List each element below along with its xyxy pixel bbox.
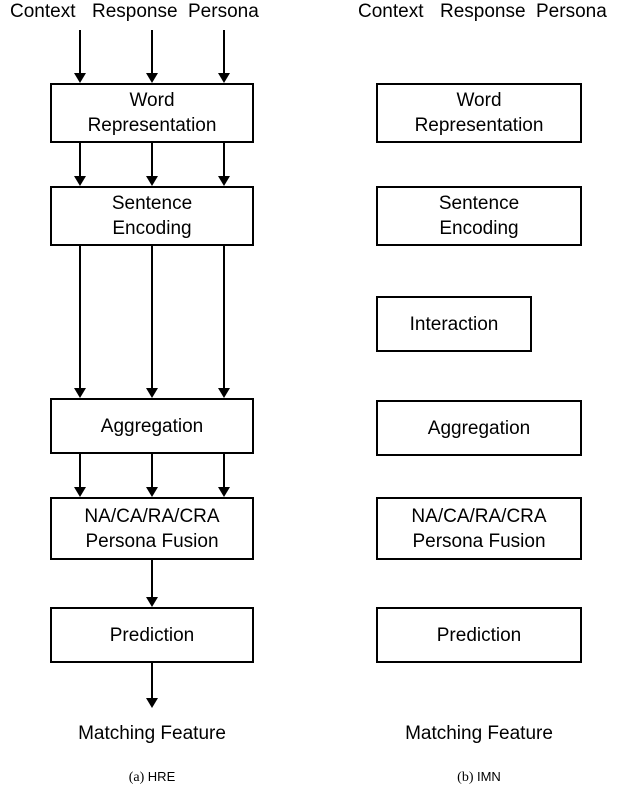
block-sentence-encoding-b: Sentence Encoding xyxy=(376,186,582,246)
input-label-response: Response xyxy=(440,1,526,22)
panel-imn: Context Response Persona Word Representa… xyxy=(318,0,636,788)
input-label-persona: Persona xyxy=(188,1,259,22)
caption-id-a: (a) xyxy=(128,770,145,785)
block-line-2: Persona Fusion xyxy=(412,530,546,552)
block-line-1: Interaction xyxy=(409,313,499,335)
input-label-response: Response xyxy=(92,1,178,22)
block-word-representation-a: Word Representation xyxy=(50,83,254,143)
block-line-1: Aggregation xyxy=(100,415,204,437)
block-line-1: Sentence xyxy=(438,193,520,214)
block-line-1: Prediction xyxy=(109,624,195,646)
block-line-2: Representation xyxy=(414,115,544,136)
block-persona-fusion-a: NA/CA/RA/CRA Persona Fusion xyxy=(50,497,254,560)
block-sentence-encoding-a: Sentence Encoding xyxy=(50,186,254,246)
block-line-1: Aggregation xyxy=(427,417,531,439)
output-label-matching-feature-a: Matching Feature xyxy=(78,723,226,744)
block-line-2: Encoding xyxy=(112,218,192,239)
block-aggregation-b: Aggregation xyxy=(376,400,582,456)
caption-panel-b: (b) IMN xyxy=(326,768,632,787)
caption-id-b: (b) xyxy=(457,770,474,785)
block-line-1: NA/CA/RA/CRA xyxy=(84,505,220,527)
block-line-1: Word xyxy=(129,90,175,111)
block-line-1: Sentence xyxy=(111,193,193,214)
block-line-1: Prediction xyxy=(436,624,522,646)
output-label-matching-feature-b: Matching Feature xyxy=(405,723,553,744)
block-line-2: Encoding xyxy=(439,218,519,239)
block-word-representation-b: Word Representation xyxy=(376,83,582,143)
input-label-context: Context xyxy=(10,1,76,22)
block-prediction-a: Prediction xyxy=(50,607,254,663)
block-line-1: Word xyxy=(456,90,502,111)
caption-panel-a: (a) HRE xyxy=(0,768,304,787)
caption-text-b: IMN xyxy=(476,769,501,784)
block-interaction-b: Interaction xyxy=(376,296,532,352)
input-label-context: Context xyxy=(358,1,424,22)
input-labels-b: Context Response Persona xyxy=(318,0,636,28)
block-prediction-b: Prediction xyxy=(376,607,582,663)
block-line-2: Persona Fusion xyxy=(85,530,219,552)
block-line-1: NA/CA/RA/CRA xyxy=(411,505,547,527)
input-label-persona: Persona xyxy=(536,1,607,22)
panel-hre: Context Response Persona Word Representa… xyxy=(0,0,318,787)
caption-text-a: HRE xyxy=(147,769,176,784)
block-aggregation-a: Aggregation xyxy=(50,398,254,454)
block-line-2: Representation xyxy=(87,115,217,136)
input-labels-a: Context Response Persona xyxy=(0,0,318,28)
block-persona-fusion-b: NA/CA/RA/CRA Persona Fusion xyxy=(376,497,582,560)
